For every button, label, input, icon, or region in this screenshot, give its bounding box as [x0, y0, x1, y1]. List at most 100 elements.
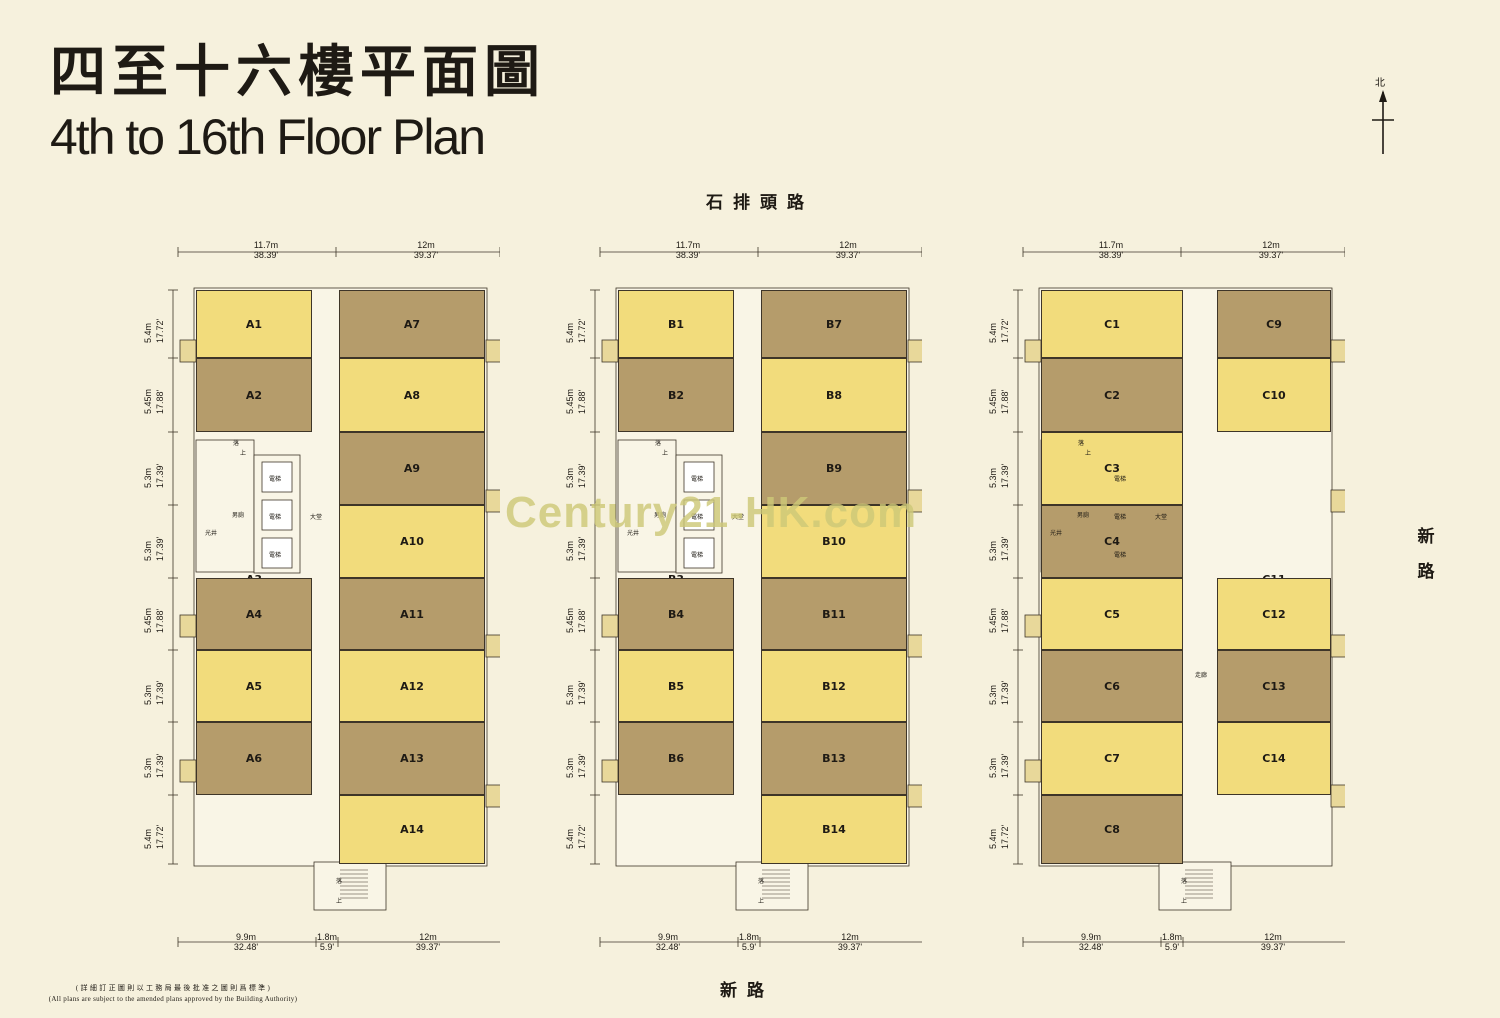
dimension-side-metric-8: 5.4m [988, 828, 998, 849]
unit-a10[interactable]: A10 [339, 505, 485, 578]
dimension-side-feet-1: 17.72' [1000, 318, 1010, 343]
unit-a5[interactable]: A5 [196, 650, 312, 722]
dimension-metric: 1.8m [738, 932, 759, 942]
dimension-side-feet-7: 17.39' [155, 753, 165, 778]
dimension-side-metric-3: 5.3m [143, 467, 153, 488]
dimension-metric: 11.7m [253, 240, 279, 250]
toilet-label: 男廁 [654, 512, 667, 519]
watermark: Century21-HK.com [505, 488, 918, 537]
lift-label: 電梯 [691, 514, 704, 521]
page-title-english: 4th to 16th Floor Plan [50, 109, 486, 165]
dimension-feet: 39.37' [415, 942, 441, 952]
dimension-side-metric-6: 5.3m [565, 684, 575, 705]
balcony-right [907, 784, 922, 808]
dimension-feet: 38.39' [675, 250, 701, 260]
unit-a12[interactable]: A12 [339, 650, 485, 722]
dimension-side-feet-2: 17.88' [155, 389, 165, 414]
dimension-feet: 5.9' [1164, 942, 1180, 952]
unit-a8[interactable]: A8 [339, 358, 485, 432]
balcony-right [485, 634, 500, 658]
stair-down-label-bottom: 落 [1181, 878, 1188, 885]
balcony-right [907, 489, 922, 513]
lobby-label: 大堂 [732, 514, 745, 521]
unit-b8[interactable]: B8 [761, 358, 907, 432]
unit-a1[interactable]: A1 [196, 290, 312, 358]
dimension-metric: 11.7m [1098, 240, 1124, 250]
unit-a4[interactable]: A4 [196, 578, 312, 650]
balcony-left [601, 614, 619, 638]
unit-a9[interactable]: A9 [339, 432, 485, 505]
unit-b5[interactable]: B5 [618, 650, 734, 722]
unit-a2[interactable]: A2 [196, 358, 312, 432]
unit-c4[interactable]: C4 [1041, 505, 1183, 578]
unit-c2[interactable]: C2 [1041, 358, 1183, 432]
unit-a11[interactable]: A11 [339, 578, 485, 650]
unit-b6[interactable]: B6 [618, 722, 734, 795]
unit-b9[interactable]: B9 [761, 432, 907, 505]
stair-down-label-bottom: 落 [336, 878, 343, 885]
unit-c12[interactable]: C12 [1217, 578, 1331, 650]
lift-label: 電梯 [269, 514, 282, 521]
dimension-side-feet-5: 17.88' [577, 608, 587, 633]
unit-c7[interactable]: C7 [1041, 722, 1183, 795]
dimension-side-metric-1: 5.4m [143, 322, 153, 343]
stair-up-label: 上 [240, 450, 247, 457]
unit-c8[interactable]: C8 [1041, 795, 1183, 864]
stair-down-label: 落 [1078, 440, 1085, 447]
unit-c1[interactable]: C1 [1041, 290, 1183, 358]
unit-a7[interactable]: A7 [339, 290, 485, 358]
dimension-side-metric-8: 5.4m [565, 828, 575, 849]
stair-down-label-bottom: 落 [758, 878, 765, 885]
unit-c5[interactable]: C5 [1041, 578, 1183, 650]
unit-a6[interactable]: A6 [196, 722, 312, 795]
balcony-left [1024, 614, 1042, 638]
balcony-left [179, 339, 197, 363]
unit-c10[interactable]: C10 [1217, 358, 1331, 432]
unit-b1[interactable]: B1 [618, 290, 734, 358]
dimension-side-feet-2: 17.88' [1000, 389, 1010, 414]
unit-a13[interactable]: A13 [339, 722, 485, 795]
unit-b7[interactable]: B7 [761, 290, 907, 358]
approval-note: ( 詳 細 訂 正 圖 則 以 工 務 局 最 後 批 准 之 圖 則 爲 標 … [28, 983, 318, 1005]
lobby-label: 大堂 [310, 514, 323, 521]
dimension-side-metric-3: 5.3m [565, 467, 575, 488]
unit-c13[interactable]: C13 [1217, 650, 1331, 722]
unit-a14[interactable]: A14 [339, 795, 485, 864]
dimension-metric: 12m [419, 932, 437, 942]
dimension-side-metric-7: 5.3m [143, 757, 153, 778]
unit-b4[interactable]: B4 [618, 578, 734, 650]
unit-b13[interactable]: B13 [761, 722, 907, 795]
dimension-side-metric-6: 5.3m [988, 684, 998, 705]
dimension-side-feet-3: 17.39' [577, 463, 587, 488]
lightwell-label: 光井 [205, 530, 218, 537]
balcony-right [1330, 489, 1345, 513]
dimension-side-metric-5: 5.45m [988, 607, 998, 633]
unit-b11[interactable]: B11 [761, 578, 907, 650]
unit-b12[interactable]: B12 [761, 650, 907, 722]
lobby-label: 大堂 [1155, 514, 1168, 521]
unit-b10[interactable]: B10 [761, 505, 907, 578]
dimension-side-feet-5: 17.88' [1000, 608, 1010, 633]
unit-c3[interactable]: C3 [1041, 432, 1183, 505]
stair-up-label-bottom: 上 [336, 898, 343, 905]
unit-b2[interactable]: B2 [618, 358, 734, 432]
lightwell [617, 439, 677, 573]
lift-label: 電梯 [691, 552, 704, 559]
dimension-side-metric-7: 5.3m [565, 757, 575, 778]
lift-car [683, 537, 715, 569]
unit-b14[interactable]: B14 [761, 795, 907, 864]
unit-c14[interactable]: C14 [1217, 722, 1331, 795]
unit-c9[interactable]: C9 [1217, 290, 1331, 358]
dimension-side-metric-8: 5.4m [143, 828, 153, 849]
unit-c6[interactable]: C6 [1041, 650, 1183, 722]
dimension-feet: 39.37' [413, 250, 439, 260]
corridor-label: 走廊 [1195, 672, 1208, 679]
lift-car [683, 461, 715, 493]
